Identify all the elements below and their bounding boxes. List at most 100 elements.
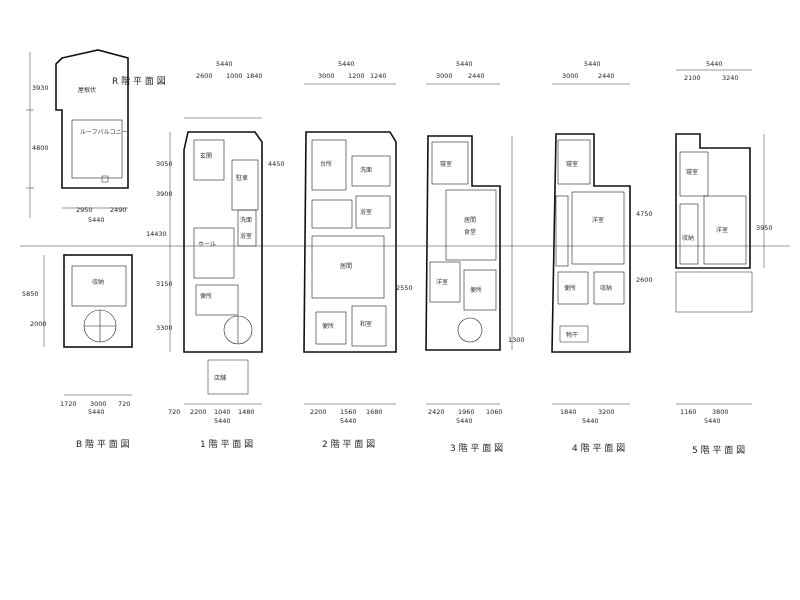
- dim-label: 4800: [32, 144, 49, 152]
- dim-label: 3800: [712, 408, 729, 416]
- plan-b: 収納 1720 3000 720 5440 B 階 平 面 図: [43, 254, 133, 450]
- dim-label: 3900: [156, 190, 173, 198]
- dim-label: 2100: [684, 74, 701, 82]
- dim-label: 5440: [340, 417, 357, 425]
- dim-label: 3000: [90, 400, 107, 408]
- dim-label: 2550: [396, 284, 413, 292]
- dim-label: 3050: [156, 160, 173, 168]
- plan-1f: 5440 2600 1000 1840 玄関 駐車 ホール 洗面 浴室 便所 店…: [168, 60, 263, 450]
- dim-label: 5440: [584, 60, 601, 68]
- dim-label: 5440: [456, 60, 473, 68]
- dim-label: 3300: [156, 324, 173, 332]
- dim-label: 2440: [468, 72, 485, 80]
- room-label: 屋根伏: [78, 86, 96, 94]
- dim-label: 1840: [246, 72, 263, 80]
- dim-label: 5440: [88, 216, 105, 224]
- room-label: 居間: [340, 263, 352, 270]
- dim-label: 3150: [156, 280, 173, 288]
- room-label: 洗面: [360, 166, 372, 174]
- dim-label: 1680: [366, 408, 383, 416]
- dim-label: 5440: [706, 60, 723, 68]
- dim-label: 2600: [636, 276, 653, 284]
- room-label: 収納: [682, 234, 694, 242]
- room-label: ルーフバルコニー: [80, 129, 128, 136]
- dim-label: 1040: [214, 408, 231, 416]
- dim-label: 3950: [756, 224, 773, 232]
- dim-label: 4450: [268, 160, 285, 168]
- dim-label: 1060: [486, 408, 503, 416]
- dim-label: 3000: [318, 72, 335, 80]
- room-label: 食堂: [464, 228, 476, 236]
- room-label: 玄関: [200, 152, 212, 160]
- dim-label: 1000: [226, 72, 243, 80]
- plan-5f: 5440 2100 3240 寝室 洋室 収納 1160 3800 5440 5…: [675, 60, 765, 456]
- room-label: 店舗: [214, 374, 226, 382]
- dim-label: 5440: [582, 417, 599, 425]
- dim-label: 14430: [146, 230, 167, 238]
- plan-title: B 階 平 面 図: [76, 439, 130, 450]
- dim-label: 2420: [428, 408, 445, 416]
- dim-label: 1560: [340, 408, 357, 416]
- dim-label: 2490: [110, 206, 127, 214]
- dim-label: 1480: [238, 408, 255, 416]
- dim-label: 5440: [456, 417, 473, 425]
- room-label: 物干: [566, 331, 578, 339]
- dim-label: 5440: [216, 60, 233, 68]
- room-label: 便所: [564, 284, 576, 292]
- dim-label: 2600: [196, 72, 213, 80]
- room-label: 寝室: [440, 160, 452, 168]
- dim-label: 3240: [722, 74, 739, 82]
- plan-title: 4 階 平 面 図: [572, 443, 625, 454]
- dim-label: 1160: [680, 408, 697, 416]
- plan-3f: 5440 3000 2440 寝室 居間 食堂 洋室 便所 2420 1960 …: [425, 60, 513, 454]
- room-label: 和室: [360, 320, 372, 328]
- room-label: 浴室: [240, 232, 252, 240]
- dim-label: 2440: [598, 72, 615, 80]
- dim-label: 5440: [88, 408, 105, 416]
- plan-title: R 階 平 面 図: [112, 76, 166, 87]
- dim-label: 2200: [190, 408, 207, 416]
- dim-label: 5440: [338, 60, 355, 68]
- dim-label: 2200: [310, 408, 327, 416]
- dim-label: 5850: [22, 290, 39, 298]
- dim-label: 1960: [458, 408, 475, 416]
- dim-label: 1200: [348, 72, 365, 80]
- room-label: 洋室: [716, 226, 728, 234]
- plan-title: 2 階 平 面 図: [322, 439, 375, 450]
- dim-label: 720: [168, 408, 180, 416]
- plan-title: 3 階 平 面 図: [450, 443, 503, 454]
- dim-label: 1240: [370, 72, 387, 80]
- room-label: 洗面: [240, 216, 252, 224]
- plan-r: 屋根伏 ルーフバルコニー 2950 2490 5440 R 階 平 面 図: [26, 49, 166, 224]
- dim-label: 2000: [30, 320, 47, 328]
- room-label: 洋室: [592, 216, 604, 224]
- side-dimensions: 3930 4800 3050 3900 14430 4450 3150 3300…: [22, 84, 773, 344]
- room-label: 浴室: [360, 208, 372, 216]
- room-label: 台所: [320, 160, 332, 168]
- plan-title: 1 階 平 面 図: [200, 439, 253, 450]
- plan-4f: 5440 3000 2440 寝室 洋室 便所 収納 物干 1840 3200 …: [551, 60, 631, 454]
- plan-title: 5 階 平 面 図: [692, 445, 745, 456]
- dim-label: 2950: [76, 206, 93, 214]
- dim-label: 5440: [214, 417, 231, 425]
- room-label: ホール: [198, 241, 216, 248]
- dim-label: 3000: [436, 72, 453, 80]
- dim-label: 3200: [598, 408, 615, 416]
- room-label: 駐車: [236, 174, 248, 182]
- room-label: 便所: [470, 286, 482, 294]
- dim-label: 720: [118, 400, 130, 408]
- dim-label: 3930: [32, 84, 49, 92]
- dim-label: 1300: [508, 336, 525, 344]
- room-label: 洋室: [436, 278, 448, 286]
- plan-2f: 5440 3000 1200 1240 台所 洗面 浴室 居間 和室 便所 22…: [303, 60, 397, 450]
- room-label: 寝室: [686, 168, 698, 176]
- room-label: 収納: [600, 284, 612, 292]
- dim-label: 3000: [562, 72, 579, 80]
- room-label: 便所: [322, 322, 334, 330]
- room-label: 居間: [464, 217, 476, 224]
- dim-label: 4750: [636, 210, 653, 218]
- dim-label: 1720: [60, 400, 77, 408]
- dim-label: 5440: [704, 417, 721, 425]
- room-label: 便所: [200, 292, 212, 300]
